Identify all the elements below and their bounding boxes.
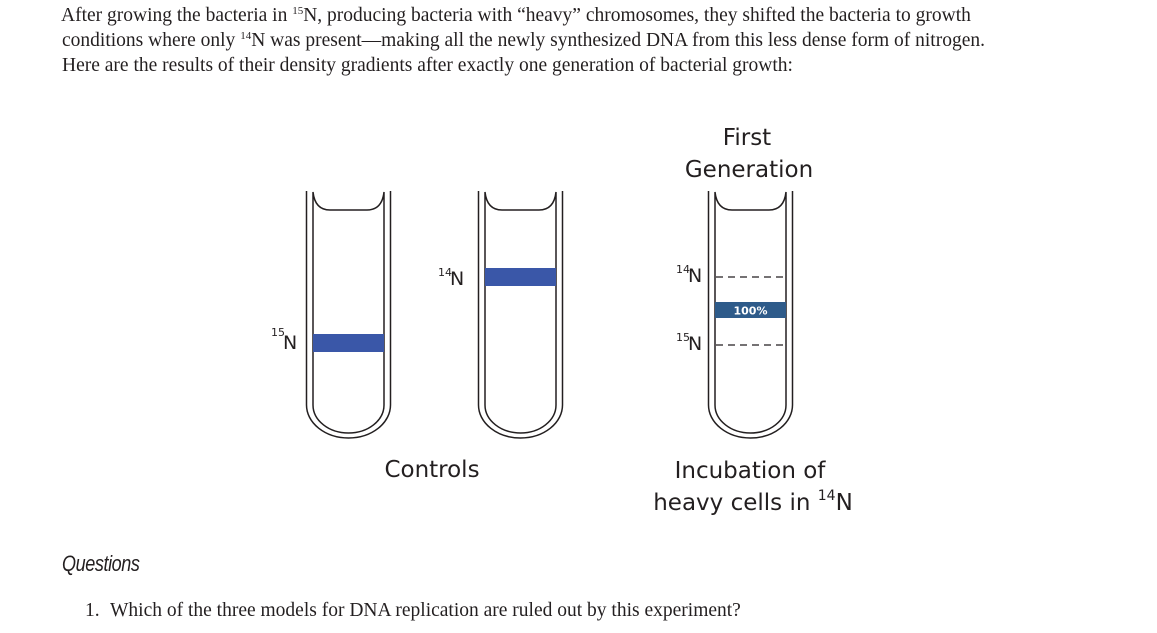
incubation-caption-line-2: heavy cells in 14N — [653, 488, 853, 516]
band-percentage-label: 100% — [734, 305, 768, 318]
intro-line-1-end: N, producing bacteria with “heavy” chrom… — [303, 5, 971, 26]
question-item: 1. Which of the three models for DNA repl… — [85, 598, 741, 623]
tube-outline-inner — [312, 191, 385, 434]
figure-title-line-2: Generation — [685, 157, 813, 183]
dna-band-hybrid — [715, 302, 786, 318]
tube-label-superscript: 15 — [271, 326, 285, 339]
incubation-caption-line-1: Incubation of — [675, 458, 827, 484]
tube-label-element: N — [450, 268, 464, 290]
incubation-caption-line-2-start: heavy cells in — [653, 490, 818, 516]
intro-line-2-superscript: 14 — [240, 30, 252, 42]
tube-outline-outer — [707, 191, 794, 439]
tube-outline-inner — [484, 191, 557, 434]
intro-line-2: conditions where only 14N was present—ma… — [61, 28, 1121, 53]
controls-caption: Controls — [384, 457, 479, 483]
15n-label-element: N — [688, 333, 702, 355]
tube-outline-outer — [477, 191, 564, 439]
tube-label-superscript: 14 — [438, 266, 452, 279]
incubation-caption-superscript: 14 — [818, 488, 836, 504]
tube-14n-control: 14 N — [438, 191, 564, 439]
dna-band-heavy — [313, 334, 384, 352]
tube-outline-inner — [714, 191, 787, 434]
intro-line-2-end: N was present—making all the newly synth… — [251, 30, 985, 51]
tube-first-generation: 100% 14 N 15 N — [676, 191, 794, 439]
14n-label-element: N — [688, 265, 702, 287]
intro-paragraph: After growing the bacteria in 15N, produ… — [61, 3, 1121, 78]
intro-line-3: Here are the results of their density gr… — [62, 55, 793, 76]
dna-band-light — [485, 268, 556, 286]
intro-line-1-superscript: 15 — [292, 5, 304, 17]
incubation-caption-element: N — [836, 490, 853, 516]
15n-label-superscript: 15 — [676, 331, 690, 344]
tube-outline-outer — [305, 191, 392, 439]
tube-15n-control: 15 N — [271, 191, 392, 439]
questions-heading: Questions — [62, 551, 140, 576]
intro-line-1: After growing the bacteria in 15N, produ… — [61, 3, 1121, 28]
question-text: Which of the three models for DNA replic… — [110, 600, 741, 621]
14n-label-superscript: 14 — [676, 263, 690, 276]
intro-line-2-start: conditions where only — [62, 30, 241, 51]
figure-title-line-1: First — [723, 125, 771, 151]
tube-label-element: N — [283, 332, 297, 354]
intro-line-1-start: After growing the bacteria in — [61, 5, 293, 26]
question-number: 1. — [85, 600, 100, 621]
